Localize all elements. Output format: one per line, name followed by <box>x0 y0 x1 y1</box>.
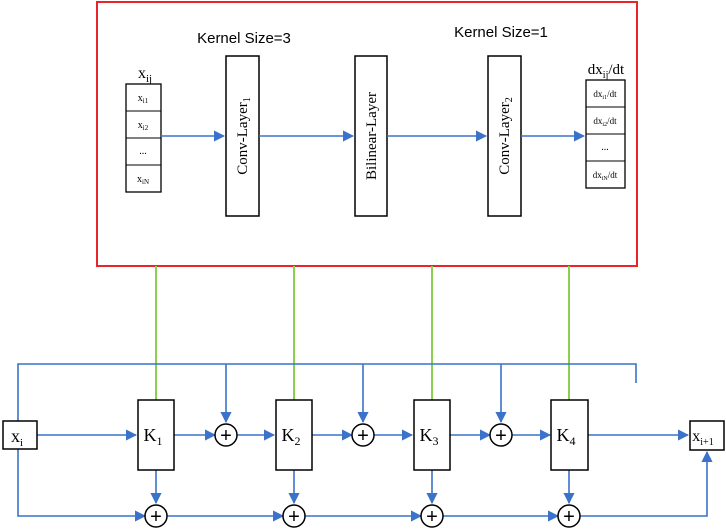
svg-text:+: + <box>426 506 438 528</box>
output-cell: dxiN/dt <box>593 170 618 182</box>
bilinear-layer-label: Bilinear-Layer <box>364 92 380 180</box>
kernel-k2-box <box>275 399 313 471</box>
svg-text:+: + <box>150 506 162 528</box>
kernel-size-label-2: Kernel Size=1 <box>454 24 548 41</box>
output-cell: dxi1/dt <box>593 89 617 101</box>
output-vector: dxi1/dt dxi2/dt ... dxiN/dt <box>585 79 626 189</box>
kernel-k2-label: K2 <box>282 425 301 448</box>
output-title: dxij/dt <box>588 62 625 81</box>
input-cell: xiN <box>137 174 149 186</box>
accum-node: + <box>144 504 168 528</box>
input-cell: ... <box>139 146 147 157</box>
kernel-k4-box <box>550 399 589 471</box>
sum-node: + <box>489 423 513 447</box>
kernel-k4-label: K4 <box>557 425 576 448</box>
kernel-k1-label: K1 <box>144 425 163 448</box>
state-output-box <box>689 420 725 451</box>
conv-layer-1-box <box>225 55 260 217</box>
svg-text:+: + <box>220 425 232 447</box>
accum-node: + <box>420 504 444 528</box>
conv-layer-1-label: Conv-Layer1 <box>235 97 253 174</box>
state-input-label: xi <box>11 426 23 449</box>
svg-text:+: + <box>563 506 575 528</box>
bottom-flow-lines <box>17 363 713 522</box>
state-output-label: xi+1 <box>692 428 713 448</box>
conv-layer-2-label: Conv-Layer2 <box>497 97 515 174</box>
sum-node: + <box>351 423 375 447</box>
kernel-k1-box <box>137 399 175 471</box>
input-vector: xi1 xi2 ... xiN <box>125 83 162 193</box>
output-cell: ... <box>601 142 609 153</box>
network-frame <box>96 1 638 267</box>
network-kernel-links <box>155 266 570 400</box>
svg-text:+: + <box>495 425 507 447</box>
input-cell: xi2 <box>138 120 149 132</box>
accum-node: + <box>282 504 306 528</box>
kernel-size-label-1: Kernel Size=3 <box>197 30 291 47</box>
svg-text:+: + <box>288 506 300 528</box>
sum-node: + <box>214 423 238 447</box>
accum-node: + <box>557 504 581 528</box>
kernel-k3-label: K3 <box>420 425 439 448</box>
svg-text:+: + <box>357 425 369 447</box>
state-input-box <box>2 420 38 450</box>
input-title: xij <box>138 65 152 85</box>
input-cell: xi1 <box>138 93 149 105</box>
kernel-k3-box <box>413 399 451 471</box>
output-cell: dxi2/dt <box>593 116 617 128</box>
bilinear-layer-box <box>354 55 388 217</box>
